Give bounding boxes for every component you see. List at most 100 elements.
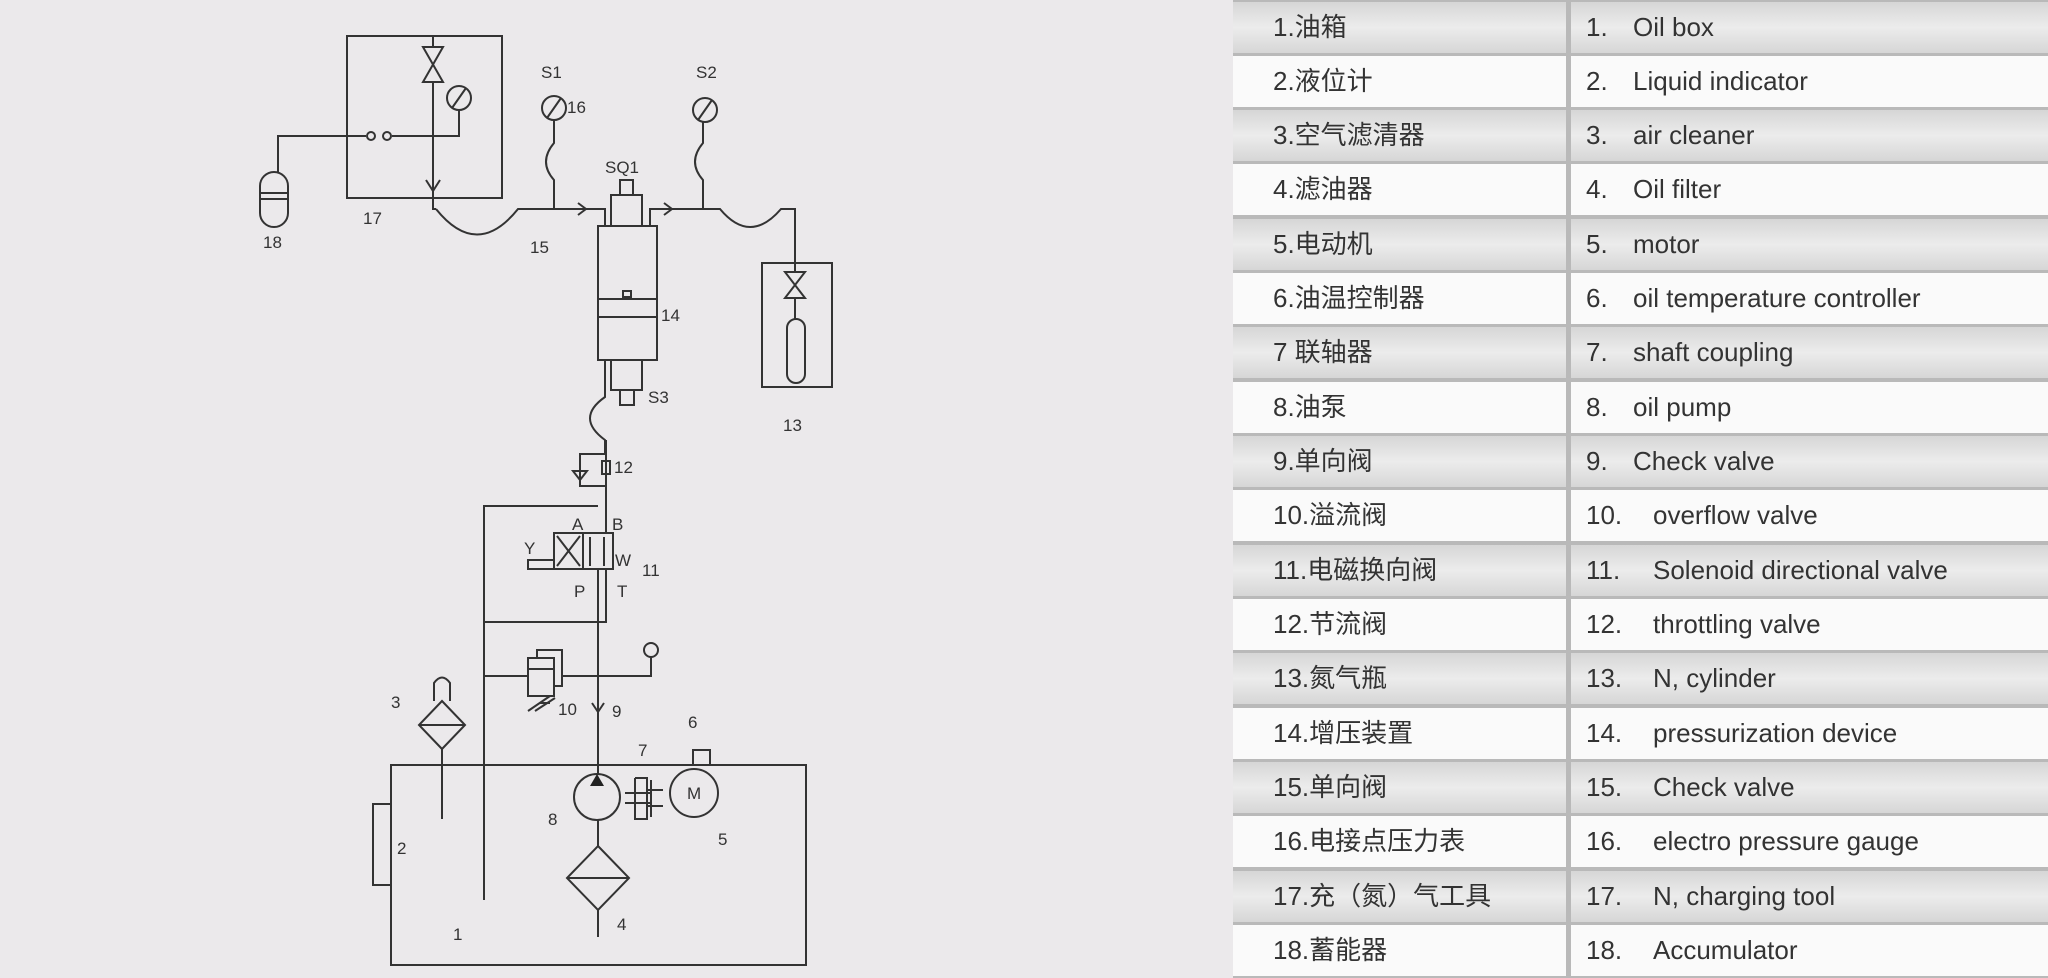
check-arrow-right	[663, 202, 674, 216]
legend-zh-cell: 8.油泵	[1233, 381, 1566, 433]
legend-zh-label: 5.电动机	[1273, 228, 1373, 259]
motor-5	[669, 749, 719, 818]
label-7: 7	[638, 741, 647, 760]
solenoid-valve-11	[483, 505, 614, 900]
accumulator-18	[259, 171, 289, 228]
legend-row: 3.空气滤清器 3. air cleaner	[1233, 110, 2048, 162]
label-s3: S3	[648, 388, 669, 407]
legend-zh-cell: 17.充（氮）气工具	[1233, 870, 1566, 922]
port-w: W	[615, 551, 631, 570]
label-10: 10	[558, 700, 577, 719]
label-3: 3	[391, 693, 400, 712]
legend-en-label: motor	[1633, 228, 1700, 259]
legend-en-cell: 8. oil pump	[1571, 381, 2048, 433]
legend-row: 18.蓄能器 18.Accumulator	[1233, 925, 2048, 977]
legend-en-label: electro pressure gauge	[1653, 826, 1919, 857]
legend-en-cell: 11. Solenoid directional valve	[1571, 544, 2048, 596]
legend-en-label: Accumulator	[1653, 935, 1798, 966]
legend-zh-cell: 11.电磁换向阀	[1233, 544, 1566, 596]
port-a: A	[572, 515, 584, 534]
port-y: Y	[524, 539, 535, 558]
motor-m: M	[687, 784, 701, 803]
legend-en-label: N, charging tool	[1653, 880, 1836, 911]
label-8: 8	[548, 810, 557, 829]
legend-en-number: 8.	[1586, 391, 1608, 422]
label-5: 5	[718, 830, 727, 849]
legend-zh-label: 8.油泵	[1273, 391, 1347, 422]
legend-zh-label: 18.蓄能器	[1273, 935, 1388, 966]
legend-zh-cell: 9.单向阀	[1233, 436, 1566, 488]
legend-zh-label: 13.氮气瓶	[1273, 663, 1388, 694]
legend-en-cell: 7.shaft coupling	[1571, 327, 2048, 379]
oil-pump-8	[573, 773, 621, 846]
pressure-gauge-s1	[541, 95, 567, 209]
legend-zh-label: 11.电磁换向阀	[1273, 554, 1438, 585]
liquid-indicator-2	[372, 803, 392, 886]
legend-zh-cell: 15.单向阀	[1233, 762, 1566, 814]
legend-zh-cell: 2.液位计	[1233, 55, 1566, 107]
legend-zh-cell: 7 联轴器	[1233, 327, 1566, 379]
legend-zh-cell: 18.蓄能器	[1233, 925, 1566, 977]
charging-tool-17	[277, 35, 503, 210]
legend-en-cell: 6.oil temperature controller	[1571, 273, 2048, 325]
legend-zh-label: 4.滤油器	[1273, 174, 1373, 205]
legend-en-number: 16.	[1586, 826, 1623, 857]
legend-zh-cell: 1.油箱	[1233, 1, 1566, 53]
legend-en-label: Solenoid directional valve	[1653, 554, 1948, 585]
legend-en-label: N, cylinder	[1653, 663, 1776, 694]
legend-en-label: Oil box	[1633, 11, 1714, 42]
legend-en-cell: 13. N, cylinder	[1571, 653, 2048, 705]
legend-en-number: 3.	[1586, 120, 1608, 151]
legend-zh-label: 16.电接点压力表	[1273, 826, 1466, 857]
port-b: B	[612, 515, 623, 534]
legend-en-cell: 3. air cleaner	[1571, 110, 2048, 162]
label-17: 17	[363, 209, 382, 228]
legend-en-number: 9.	[1586, 446, 1608, 477]
n2-cylinder-13	[761, 262, 833, 388]
legend-zh-cell: 13.氮气瓶	[1233, 653, 1566, 705]
legend-en-cell: 9.Check valve	[1571, 436, 2048, 488]
legend-en-cell: 17.N, charging tool	[1571, 870, 2048, 922]
legend-en-number: 6.	[1586, 283, 1608, 314]
shaft-coupling-7	[625, 777, 663, 820]
legend-row: 13.氮气瓶 13. N, cylinder	[1233, 653, 2048, 705]
hose-15	[435, 208, 606, 236]
legend-en-number: 4.	[1586, 174, 1608, 205]
label-13: 13	[783, 416, 802, 435]
legend-zh-label: 3.空气滤清器	[1273, 120, 1425, 151]
legend-en-number: 10.	[1586, 500, 1623, 531]
port-t: T	[617, 582, 627, 601]
legend-en-number: 12.	[1586, 609, 1623, 640]
legend-zh-label: 14.增压装置	[1273, 717, 1414, 748]
legend-en-number: 11.	[1586, 554, 1621, 585]
legend-en-number: 13.	[1586, 663, 1623, 694]
port-p: P	[574, 582, 585, 601]
legend-en-label: Check valve	[1653, 772, 1795, 803]
label-s1: S1	[541, 63, 562, 82]
legend-en-label: pressurization device	[1653, 717, 1898, 748]
legend-zh-label: 15.单向阀	[1273, 772, 1388, 803]
legend-zh-cell: 6.油温控制器	[1233, 273, 1566, 325]
legend-en-label: Liquid indicator	[1633, 65, 1808, 96]
legend-row: 16.电接点压力表 16. electro pressure gauge	[1233, 816, 2048, 868]
legend-zh-cell: 10.溢流阀	[1233, 490, 1566, 542]
legend-zh-label: 12.节流阀	[1273, 609, 1388, 640]
oil-filter-4	[565, 844, 631, 937]
pipe-to-n2	[649, 208, 796, 272]
legend-en-label: oil pump	[1633, 391, 1732, 422]
legend-en-cell: 2.Liquid indicator	[1571, 55, 2048, 107]
legend-en-label: Oil filter	[1633, 174, 1722, 205]
legend-en-label: air cleaner	[1633, 120, 1755, 151]
legend-en-cell: 18.Accumulator	[1571, 925, 2048, 977]
legend-zh-cell: 16.电接点压力表	[1233, 816, 1566, 868]
